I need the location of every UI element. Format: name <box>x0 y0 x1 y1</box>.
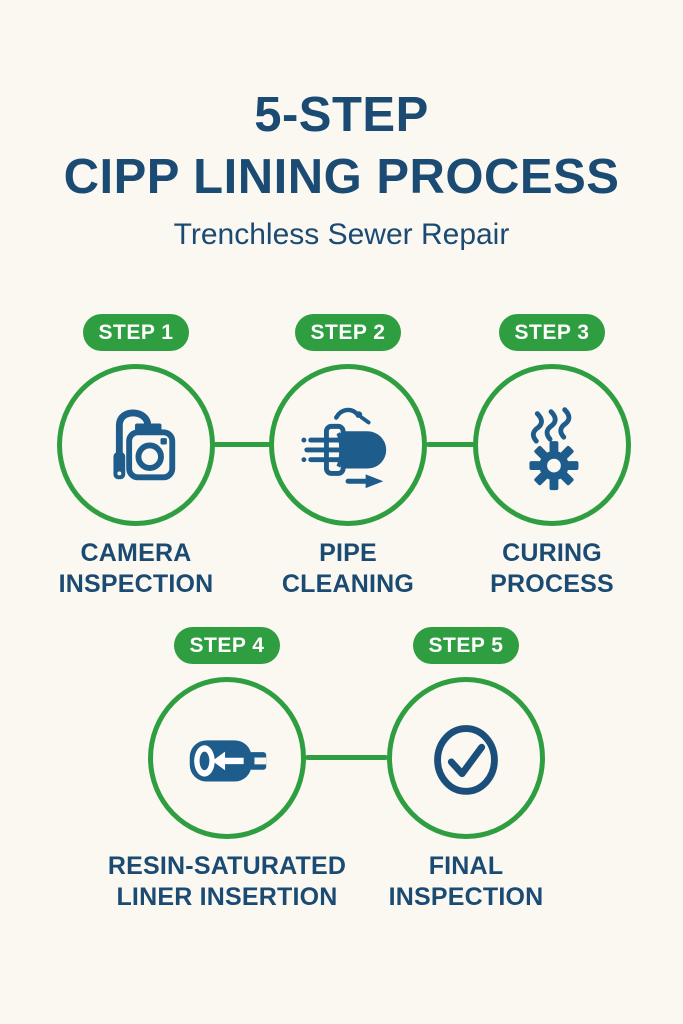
header: 5-STEP CIPP LINING PROCESS Trenchless Se… <box>0 84 683 253</box>
page-subtitle: Trenchless Sewer Repair <box>173 218 510 251</box>
step-2-badge: STEP 2 <box>294 314 402 351</box>
liner-insertion-icon <box>189 740 267 782</box>
step-3-label-line-1: CURING <box>502 539 602 567</box>
connector-line-step4-step5 <box>305 755 388 760</box>
connector-line-step2-step3 <box>426 442 475 447</box>
step-1-badge: STEP 1 <box>82 314 190 351</box>
step-1-block: STEP 1 CAMERA INSPECTION <box>16 314 256 600</box>
step-4-circle <box>148 677 306 839</box>
title-line-1: 5-STEP <box>254 88 429 142</box>
step-3-circle <box>473 364 631 526</box>
step-5-label-line-2: INSPECTION <box>388 883 544 911</box>
step-1-circle <box>57 364 215 526</box>
step-4-badge: STEP 4 <box>173 627 281 664</box>
step-5-label-line-1: FINAL <box>428 852 504 880</box>
step-5-label: FINAL INSPECTION <box>389 851 544 913</box>
step-4-label: RESIN-SATURATED LINER INSERTION <box>108 851 346 913</box>
step-1-label-line-2: INSPECTION <box>58 570 214 598</box>
step-3-block: STEP 3 CURIN <box>432 314 672 600</box>
step-4-block: STEP 4 RESIN-SATURATED LINER INSERTION <box>107 627 347 913</box>
step-2-label-line-1: PIPE <box>319 539 377 567</box>
step-5-block: STEP 5 FINAL INSPECTION <box>346 627 586 913</box>
connector-line-step1-step2 <box>213 442 271 447</box>
step-3-label: CURING PROCESS <box>490 538 614 600</box>
step-2-circle <box>269 364 427 526</box>
final-check-icon <box>434 725 498 795</box>
step-3-badge: STEP 3 <box>498 314 606 351</box>
step-1-label-line-1: CAMERA <box>80 539 192 567</box>
step-2-label: PIPE CLEANING <box>282 538 414 600</box>
curing-gear-icon <box>529 407 579 491</box>
step-5-badge: STEP 5 <box>412 627 520 664</box>
pipe-cleaning-icon <box>301 407 387 489</box>
step-2-label-line-2: CLEANING <box>281 570 415 598</box>
step-4-label-line-2: LINER INSERTION <box>116 883 338 911</box>
step-4-label-line-1: RESIN-SATURATED <box>107 852 347 880</box>
step-3-label-line-2: PROCESS <box>490 570 614 598</box>
step-5-circle <box>387 677 545 839</box>
sewer-camera-icon <box>113 409 176 481</box>
page-title: 5-STEP CIPP LINING PROCESS <box>0 84 683 208</box>
step-1-label: CAMERA INSPECTION <box>59 538 214 600</box>
title-line-2: CIPP LINING PROCESS <box>63 150 620 204</box>
step-2-block: STEP 2 PIPE CLEANING <box>228 314 468 600</box>
